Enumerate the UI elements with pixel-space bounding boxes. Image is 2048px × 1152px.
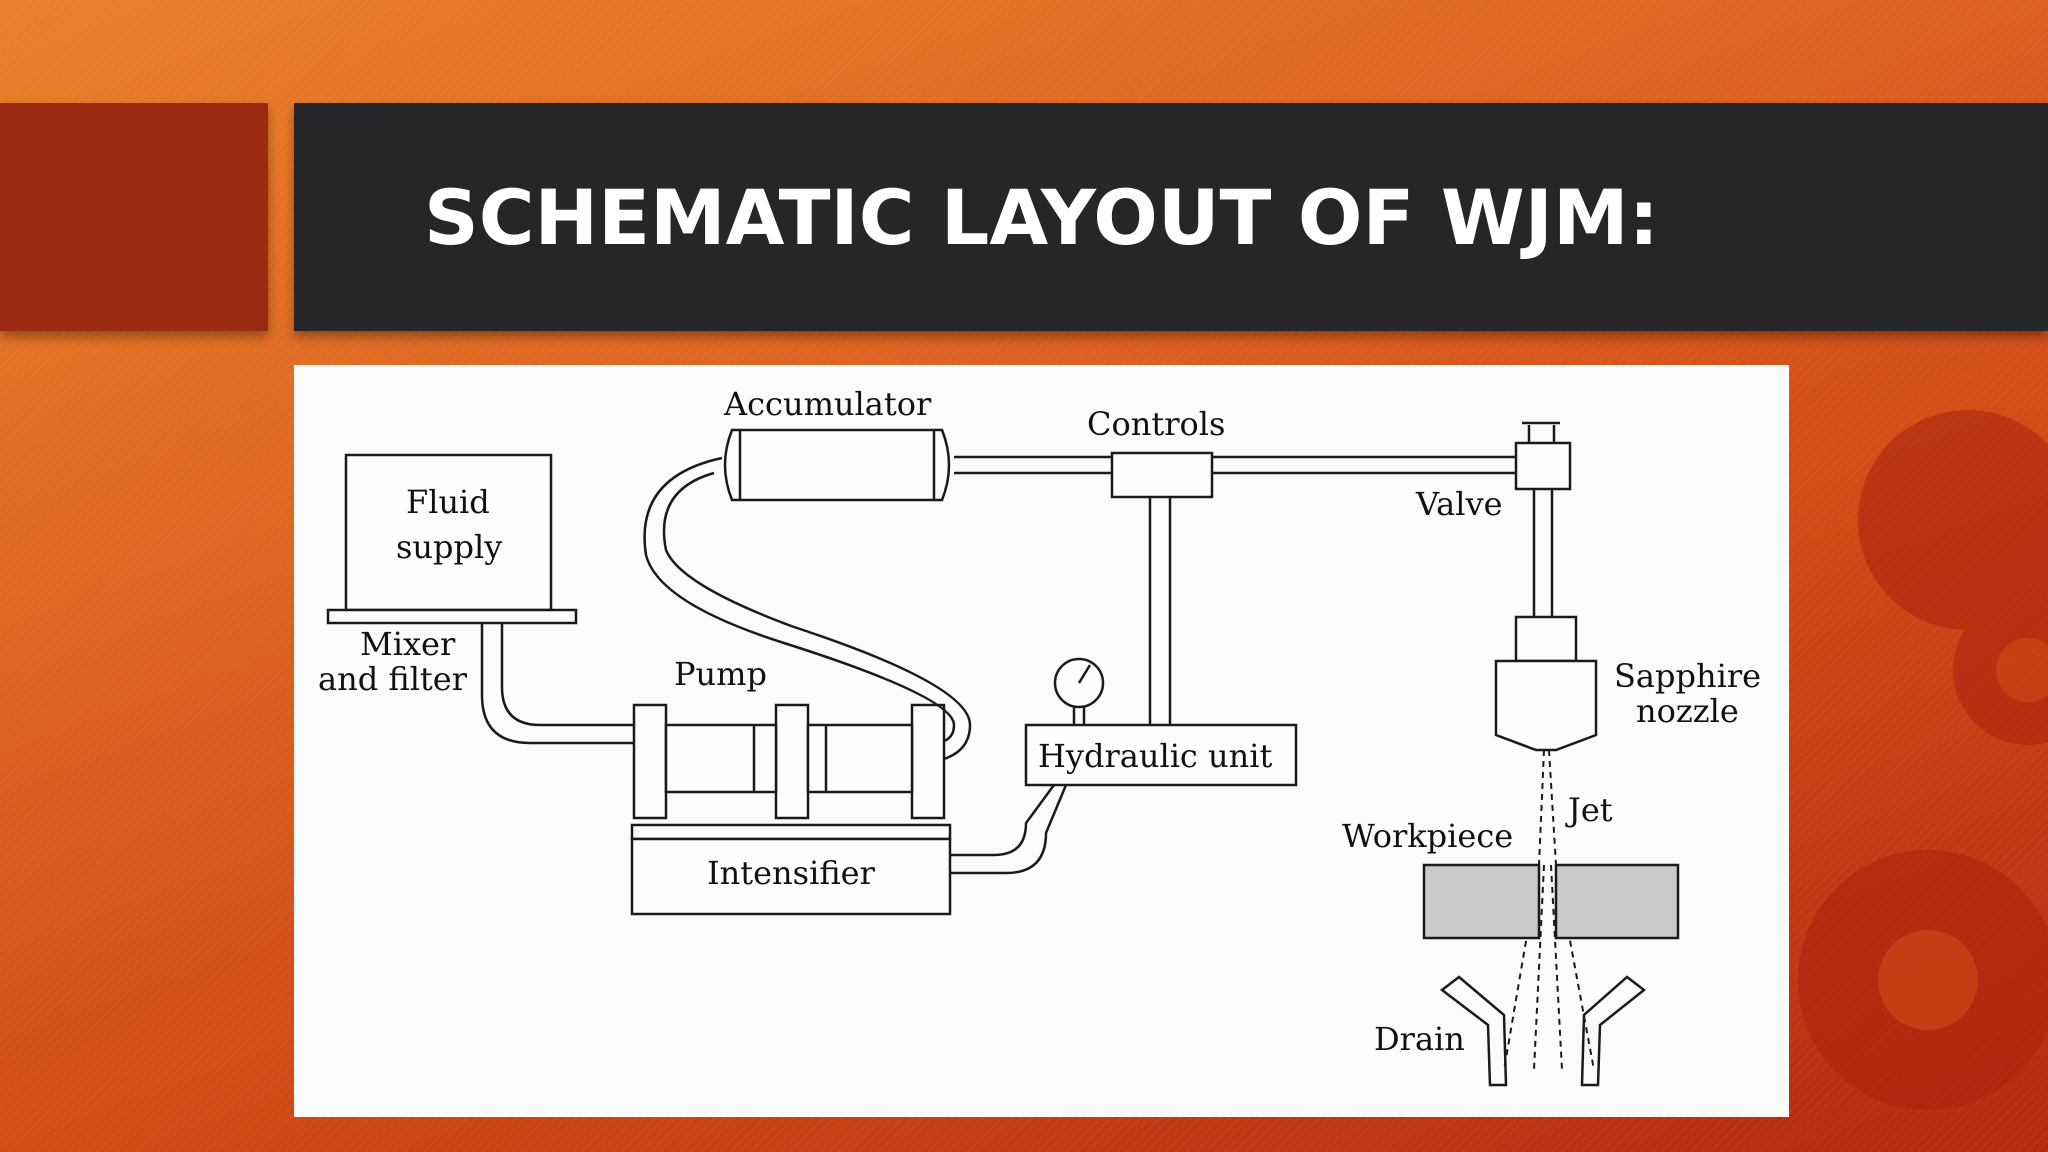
label-sapphire-1: Sapphire (1614, 657, 1761, 695)
hydraulic-unit (950, 657, 1298, 875)
intensifier (630, 823, 952, 916)
workpiece (1422, 863, 1680, 940)
label-mixer-2: and filter (318, 660, 468, 698)
label-fluid-supply-2: supply (396, 528, 502, 566)
label-sapphire-2: nozzle (1636, 692, 1739, 730)
label-controls: Controls (1087, 405, 1225, 443)
label-valve: Valve (1415, 485, 1503, 523)
slide-title: SCHEMATIC LAYOUT OF WJM: (424, 173, 1659, 262)
label-accumulator: Accumulator (723, 385, 932, 423)
title-accent-block (0, 103, 268, 331)
fluid-supply-tank (326, 453, 578, 625)
schematic-drawing: Accumulator Controls Valve Fluid supply … (318, 385, 1761, 1087)
supply-pipe (480, 623, 634, 745)
label-hydraulic-unit: Hydraulic unit (1038, 737, 1272, 775)
wjm-schematic-diagram: Accumulator Controls Valve Fluid supply … (294, 365, 1789, 1117)
controls-box (1110, 451, 1214, 499)
label-jet: Jet (1565, 791, 1613, 829)
loop-pipe (643, 456, 972, 761)
label-drain: Drain (1374, 1020, 1465, 1058)
accumulator (723, 428, 951, 502)
label-workpiece: Workpiece (1342, 817, 1513, 855)
label-mixer-1: Mixer (360, 625, 456, 663)
pump (632, 703, 946, 820)
label-intensifier: Intensifier (707, 854, 876, 892)
title-bar: SCHEMATIC LAYOUT OF WJM: (294, 103, 2048, 331)
valve-assembly (1494, 421, 1598, 752)
label-fluid-supply-1: Fluid (406, 483, 490, 521)
gear-decoration-icon (1798, 410, 2048, 1110)
drain (1439, 975, 1647, 1087)
sapphire-nozzle-body (1494, 659, 1598, 752)
high-pressure-line (954, 451, 1516, 725)
label-pump: Pump (674, 655, 767, 693)
